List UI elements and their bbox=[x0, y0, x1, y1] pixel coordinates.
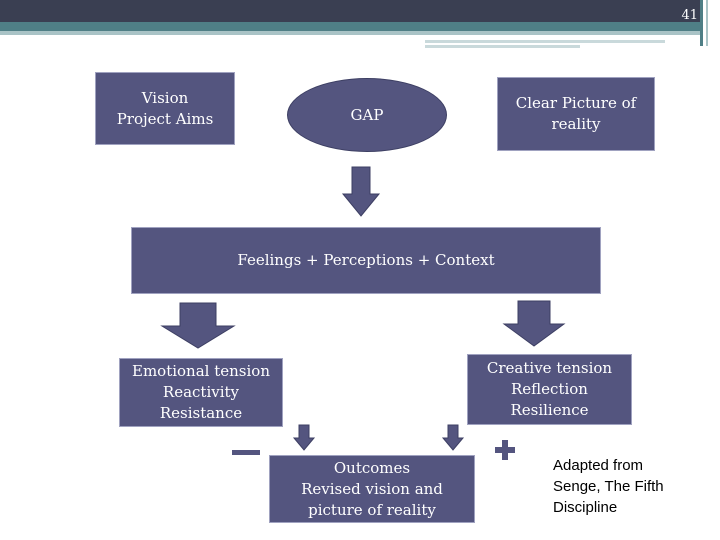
down-arrow-icon bbox=[341, 166, 381, 217]
header-accent-line-short bbox=[425, 45, 580, 48]
plus-icon-vertical bbox=[502, 440, 508, 460]
header-dark-band bbox=[0, 0, 700, 22]
credit-text: Adapted from Senge, The Fifth Discipline bbox=[553, 457, 664, 516]
header-corner-line-light bbox=[706, 0, 708, 46]
outcomes-box: Outcomes Revised vision and picture of r… bbox=[269, 455, 475, 523]
page-number: 41 bbox=[681, 8, 698, 23]
down-arrow-left-icon bbox=[160, 302, 236, 349]
header-accent-line bbox=[425, 40, 665, 43]
creative-tension-box: Creative tension Reflection Resilience bbox=[467, 354, 632, 425]
reality-box: Clear Picture of reality bbox=[497, 77, 655, 151]
gap-node: GAP bbox=[287, 78, 447, 152]
down-arrow-right-icon bbox=[502, 300, 566, 347]
header-corner-line bbox=[700, 0, 703, 46]
header-teal-band bbox=[0, 22, 700, 31]
minus-icon bbox=[232, 450, 260, 455]
small-down-arrow-left-icon bbox=[292, 424, 316, 451]
vision-box: Vision Project Aims bbox=[95, 72, 235, 145]
gap-label: GAP bbox=[350, 106, 384, 124]
small-down-arrow-right-icon bbox=[441, 424, 465, 451]
feelings-box: Feelings + Perceptions + Context bbox=[131, 227, 601, 294]
header-rule bbox=[0, 31, 700, 35]
emotional-tension-box: Emotional tension Reactivity Resistance bbox=[119, 358, 283, 427]
